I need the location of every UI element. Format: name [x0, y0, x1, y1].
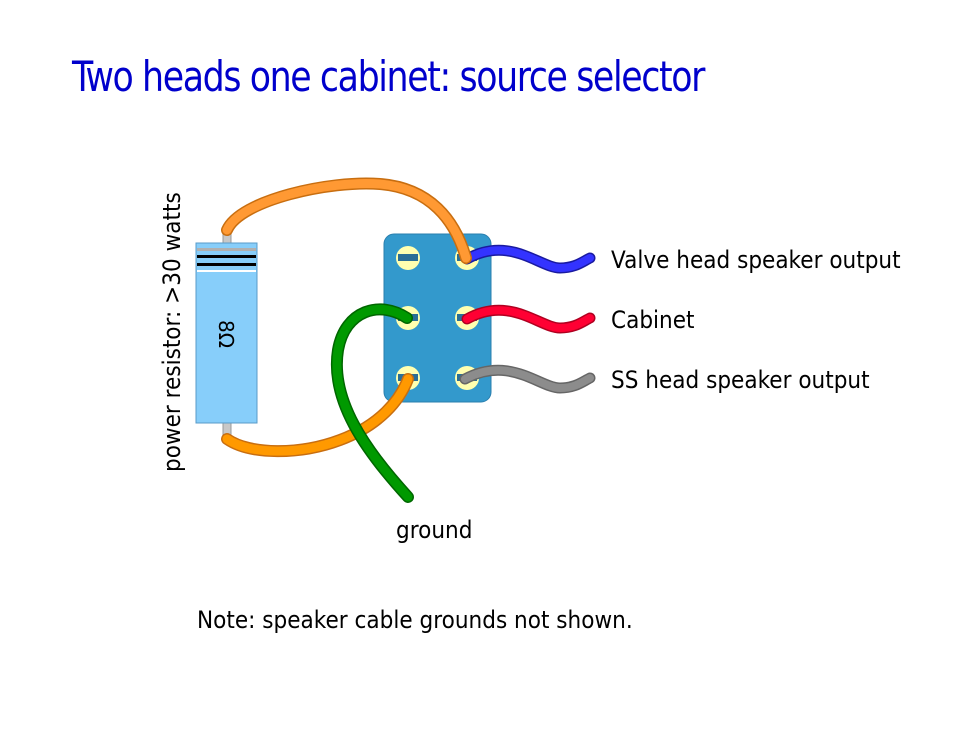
switch-body: [383, 233, 492, 403]
note-text: Note: speaker cable grounds not shown.: [197, 606, 633, 634]
resistor-band-black-2: [197, 263, 256, 266]
red-wire: [461, 304, 596, 334]
terminal-left-top: [396, 246, 420, 270]
resistor-band-black-1: [197, 255, 256, 258]
resistor-rating-label: power resistor: >30 watts: [158, 192, 186, 472]
blue-wire: [461, 244, 596, 274]
resistor-band-gray: [197, 248, 256, 251]
valve-output-label: Valve head speaker output: [611, 246, 901, 274]
ss-output-label: SS head speaker output: [611, 366, 870, 394]
resistor-body: [195, 242, 258, 424]
orange-wire-bottom: [221, 373, 414, 458]
ground-label: ground: [396, 516, 473, 544]
page-title: Two heads one cabinet: source selector: [72, 52, 705, 101]
gray-wire: [459, 364, 596, 394]
orange-wire-top: [221, 177, 472, 264]
green-ground-wire: [330, 303, 414, 503]
resistor-band-white: [197, 270, 256, 272]
resistor-value-label: 8Ω: [214, 319, 238, 349]
cabinet-label: Cabinet: [611, 306, 695, 334]
